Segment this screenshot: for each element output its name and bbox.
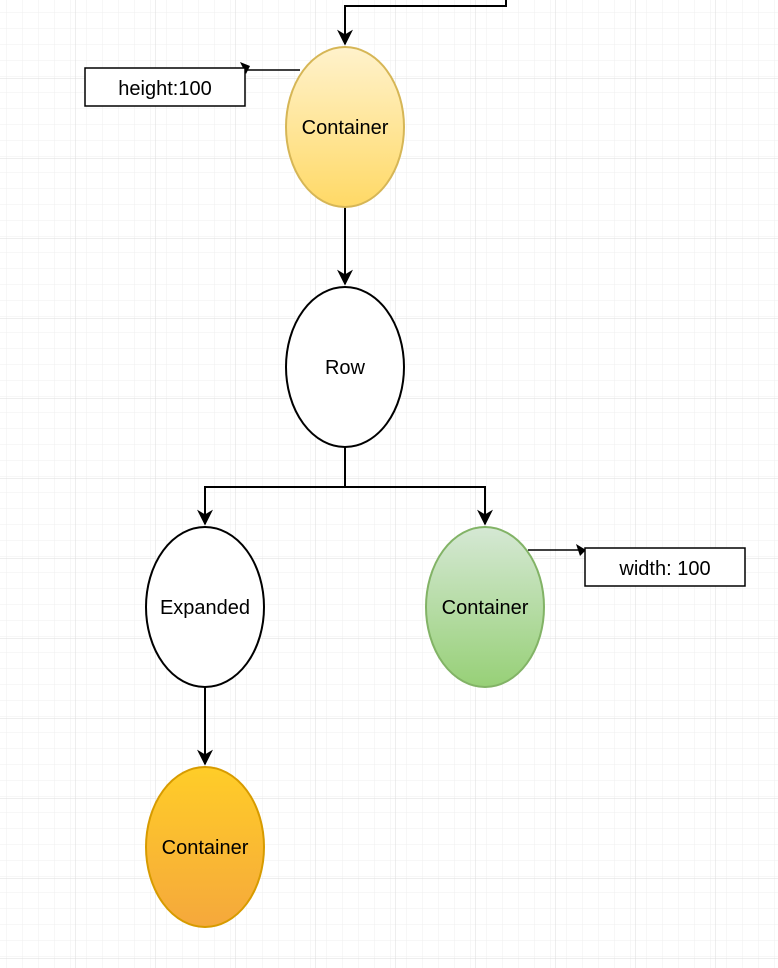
node-expanded-shape xyxy=(145,526,265,688)
height-note-box xyxy=(84,67,246,107)
width-note-box xyxy=(584,547,746,587)
node-row-shape xyxy=(285,286,405,448)
width-note-label: width: 100 xyxy=(618,558,710,580)
node-container-right[interactable]: Container xyxy=(425,526,545,688)
width-note[interactable]: width: 100 xyxy=(584,547,746,587)
node-container-bottom[interactable]: Container xyxy=(145,766,265,928)
node-expanded-label: Expanded xyxy=(160,597,250,619)
node-expanded[interactable]: Expanded xyxy=(145,526,265,688)
node-container-top[interactable]: Container xyxy=(285,46,405,208)
edge-row-to-container-right[interactable] xyxy=(345,486,493,526)
node-row-label: Row xyxy=(325,357,366,379)
node-container-right-label: Container xyxy=(442,597,529,619)
height-note-label: height:100 xyxy=(118,78,211,100)
height-note[interactable]: height:100 xyxy=(84,67,246,107)
node-container-bottom-label: Container xyxy=(162,837,249,859)
node-container-right-shape xyxy=(425,526,545,688)
node-container-top-shape xyxy=(285,46,405,208)
arrowhead-width-note xyxy=(576,544,586,556)
node-container-bottom-shape xyxy=(145,766,265,928)
edge-incoming-to-container-top[interactable] xyxy=(337,0,507,46)
node-row[interactable]: Row xyxy=(285,286,405,448)
node-container-top-label: Container xyxy=(302,117,389,139)
edge-row-to-expanded[interactable] xyxy=(197,447,346,526)
